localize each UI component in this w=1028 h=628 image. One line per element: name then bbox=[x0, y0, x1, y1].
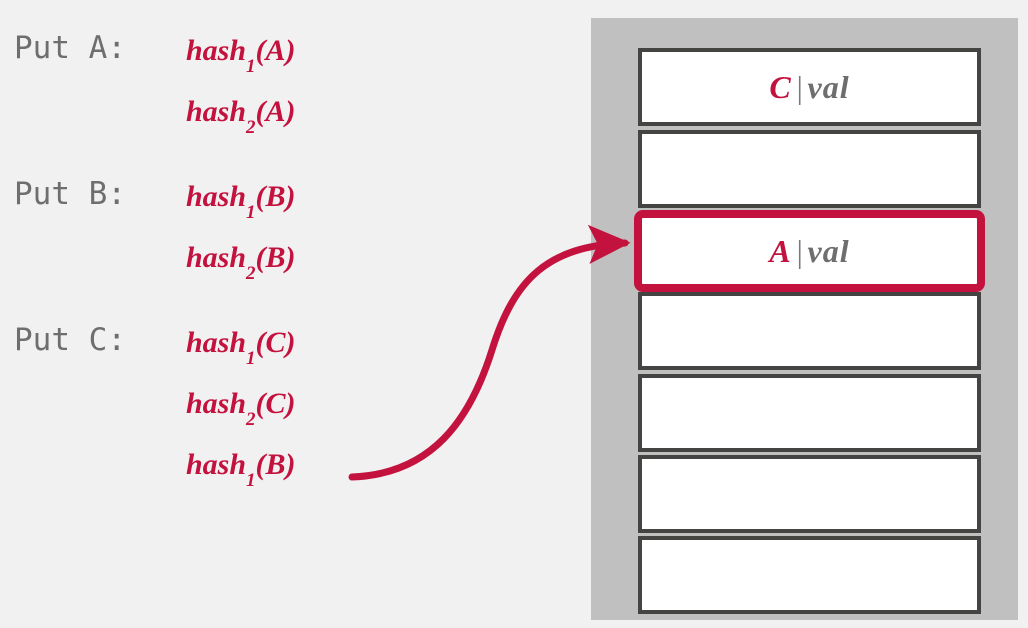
hash-argument: (A) bbox=[255, 34, 296, 67]
operation-label-put-c: Put C: bbox=[14, 322, 126, 358]
hash-argument: (C) bbox=[255, 326, 296, 359]
hash-fn-name: hash bbox=[186, 326, 247, 359]
hash-list-put-c: hash1(C) hash2(C) hash1(B) bbox=[186, 318, 296, 501]
hash-subscript: 2 bbox=[246, 263, 256, 284]
operation-label-put-a: Put A: bbox=[14, 30, 126, 66]
hash-fn-name: hash bbox=[186, 387, 247, 420]
slot-content bbox=[807, 557, 813, 594]
slot-content: C|val bbox=[769, 69, 849, 106]
slot-separator bbox=[807, 476, 813, 512]
hash-expression: hash1(C) bbox=[186, 318, 296, 379]
operation-put-b: Put B: hash1(B) hash2(B) bbox=[14, 172, 296, 294]
hash-argument: (B) bbox=[255, 448, 296, 481]
hash-list-put-b: hash1(B) hash2(B) bbox=[186, 172, 296, 294]
hash-subscript: 1 bbox=[246, 202, 256, 223]
hash-fn-name: hash bbox=[186, 448, 247, 481]
slot-separator bbox=[807, 151, 813, 187]
hash-expression: hash1(A) bbox=[186, 26, 296, 87]
hash-subscript: 2 bbox=[246, 409, 256, 430]
hash-expression: hash1(B) bbox=[186, 172, 296, 233]
hash-argument: (B) bbox=[255, 180, 296, 213]
slot-content bbox=[807, 395, 813, 432]
hash-subscript: 1 bbox=[246, 470, 256, 491]
hash-subscript: 1 bbox=[246, 348, 256, 369]
table-slot-4[interactable] bbox=[638, 374, 981, 452]
hash-fn-name: hash bbox=[186, 95, 247, 128]
table-slot-2[interactable]: A|val bbox=[634, 210, 985, 292]
hash-fn-name: hash bbox=[186, 241, 247, 274]
operations-column: Put A: hash1(A) hash2(A) Put B: hash1(B)… bbox=[14, 26, 296, 501]
slot-content: A|val bbox=[769, 233, 849, 270]
slot-content bbox=[807, 313, 813, 350]
hash-argument: (C) bbox=[255, 387, 296, 420]
slot-separator bbox=[807, 557, 813, 593]
hash-expression-relocate: hash1(B) bbox=[186, 440, 296, 501]
slot-key: A bbox=[769, 232, 792, 269]
operation-put-c: Put C: hash1(C) hash2(C) hash1(B) bbox=[14, 318, 296, 501]
hash-table-panel: C|val A|val bbox=[591, 18, 1018, 620]
slot-value: val bbox=[807, 68, 850, 105]
hash-subscript: 2 bbox=[246, 117, 256, 138]
slot-separator: | bbox=[794, 68, 805, 105]
hash-expression: hash2(B) bbox=[186, 233, 296, 294]
hash-expression: hash2(C) bbox=[186, 379, 296, 440]
slot-separator: | bbox=[794, 232, 805, 269]
hash-argument: (B) bbox=[255, 241, 296, 274]
table-slot-1[interactable] bbox=[638, 130, 981, 208]
slot-separator bbox=[807, 313, 813, 349]
hash-argument: (A) bbox=[255, 95, 296, 128]
operation-label-put-b: Put B: bbox=[14, 176, 126, 212]
table-slot-5[interactable] bbox=[638, 455, 981, 533]
operation-put-a: Put A: hash1(A) hash2(A) bbox=[14, 26, 296, 148]
hash-expression: hash2(A) bbox=[186, 87, 296, 148]
slot-key: C bbox=[769, 68, 792, 105]
slot-content bbox=[807, 151, 813, 188]
table-slot-0[interactable]: C|val bbox=[638, 48, 981, 126]
table-slot-6[interactable] bbox=[638, 536, 981, 614]
hash-fn-name: hash bbox=[186, 180, 247, 213]
hash-list-put-a: hash1(A) hash2(A) bbox=[186, 26, 296, 148]
hash-fn-name: hash bbox=[186, 34, 247, 67]
slot-value: val bbox=[807, 232, 850, 269]
hash-subscript: 1 bbox=[246, 56, 256, 77]
slot-separator bbox=[807, 395, 813, 431]
table-slot-3[interactable] bbox=[638, 292, 981, 370]
slot-content bbox=[807, 476, 813, 513]
